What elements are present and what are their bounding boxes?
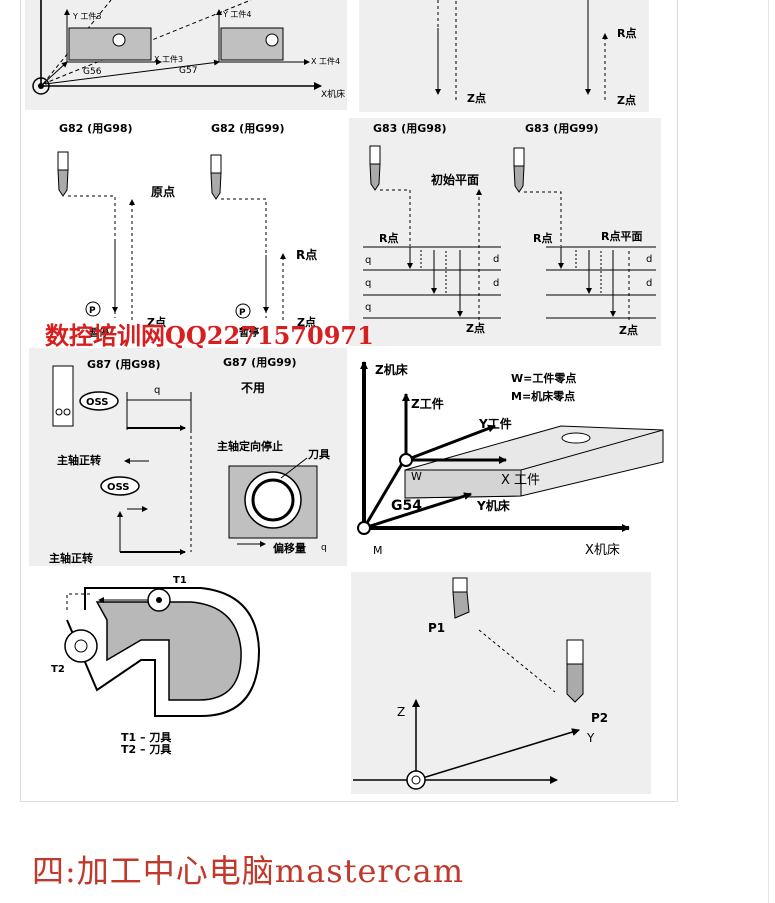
spindle-cw-label-2: 主轴正转 bbox=[49, 551, 93, 565]
y-work4-label: Y 工件4 bbox=[222, 9, 252, 19]
g83-g98-title: G83 (用G98) bbox=[373, 122, 447, 135]
x-workpiece-label: X 工件 bbox=[501, 473, 540, 488]
panel-g87: G87 (用G98) G87 (用G99) 不用 OSS q 主轴正转 OSS bbox=[29, 348, 347, 566]
panel-work-coordinates: Y 工件3 Y 工件4 X 工件3 X 工件4 G56 G57 X机床 bbox=[25, 0, 347, 110]
y-machine-label: Y机床 bbox=[476, 498, 511, 513]
g83-z-point-left: Z点 bbox=[466, 321, 485, 335]
g83-z-point-right: Z点 bbox=[619, 323, 638, 337]
q-label-3: q bbox=[365, 302, 371, 313]
z-axis-label: Z bbox=[397, 705, 405, 719]
z-workpiece-label: Z工件 bbox=[411, 396, 444, 411]
tool-legend-2: T2 – 刀具 bbox=[121, 743, 171, 756]
diagram-frame: Y 工件3 Y 工件4 X 工件3 X 工件4 G56 G57 X机床 R点 Z… bbox=[20, 0, 678, 802]
spindle-orient-label: 主轴定向停止 bbox=[217, 439, 283, 453]
panel-drill-top: R点 Z点 Z点 bbox=[359, 0, 649, 112]
oss-label-2: OSS bbox=[107, 482, 129, 493]
x-machine-label-g54: X机床 bbox=[585, 543, 620, 558]
not-used-label: 不用 bbox=[241, 381, 265, 395]
d-label-4: d bbox=[646, 278, 652, 289]
offset-q-label: q bbox=[321, 543, 327, 553]
g82-z-point-1: Z点 bbox=[147, 315, 166, 329]
q-label-1: q bbox=[365, 255, 371, 266]
d-label-3: d bbox=[646, 254, 652, 265]
x-machine-label: X机床 bbox=[321, 88, 345, 100]
legend-m: M=机床零点 bbox=[511, 389, 575, 403]
panel-g83: G83 (用G98) G83 (用G99) 初始平面 bbox=[349, 118, 661, 346]
offset-label: 偏移量 bbox=[273, 541, 306, 555]
tool-legend-1: T1 – 刀具 bbox=[121, 731, 171, 744]
p-mark-1: P bbox=[89, 306, 96, 316]
q-label-2: q bbox=[365, 278, 371, 289]
z-point-left-label: Z点 bbox=[467, 91, 486, 105]
z-machine-label: Z机床 bbox=[375, 362, 409, 377]
d-label-2: d bbox=[493, 278, 499, 289]
cnc-diagram: Y 工件3 Y 工件4 X 工件3 X 工件4 G56 G57 X机床 R点 Z… bbox=[25, 0, 671, 794]
tool-label: 刀具 bbox=[308, 448, 330, 461]
legend-w: W=工件零点 bbox=[511, 371, 576, 385]
t2-label: T2 bbox=[51, 664, 65, 675]
g82-g98-title: G82 (用G98) bbox=[59, 122, 133, 135]
section-heading: 四:加工中心电脑mastercam bbox=[32, 852, 465, 890]
spindle-cw-label-1: 主轴正转 bbox=[57, 453, 101, 467]
g82-g99-title: G82 (用G99) bbox=[211, 122, 285, 135]
g82-z-point-2: Z点 bbox=[297, 315, 316, 329]
panel-g54: Z机床 Z工件 Y工件 X 工件 Y机床 X机床 W M G54 W=工件零点 … bbox=[349, 350, 671, 568]
pause-label-2: 暂停 bbox=[239, 326, 259, 339]
t1-label: T1 bbox=[173, 575, 187, 586]
y-axis-label: Y bbox=[586, 731, 595, 745]
d-label-1: d bbox=[493, 254, 499, 265]
origin-label: 原点 bbox=[151, 184, 175, 199]
initial-plane-label: 初始平面 bbox=[431, 172, 479, 187]
g57-label: G57 bbox=[179, 66, 197, 76]
x-work3-label: X 工件3 bbox=[154, 54, 183, 64]
g83-r-point-right: R点 bbox=[533, 231, 552, 245]
x-work4-label: X 工件4 bbox=[311, 56, 340, 66]
g87-g98-title: G87 (用G98) bbox=[87, 358, 161, 371]
g83-r-point-left: R点 bbox=[379, 231, 398, 245]
pause-label-1: 暂停 bbox=[89, 326, 109, 339]
p1-label: P1 bbox=[428, 621, 445, 635]
g83-g99-title: G83 (用G99) bbox=[525, 122, 599, 135]
p2-label: P2 bbox=[591, 711, 608, 725]
panel-p1-p2: P1 P2 Z Y bbox=[351, 572, 651, 794]
g87-q-label: q bbox=[154, 385, 160, 396]
m-label: M bbox=[373, 544, 383, 557]
y-work3-label: Y 工件3 bbox=[72, 11, 102, 21]
g54-label: G54 bbox=[391, 498, 422, 514]
g87-g99-title: G87 (用G99) bbox=[223, 356, 297, 369]
oss-label-1: OSS bbox=[86, 397, 108, 408]
w-label: W bbox=[411, 470, 422, 483]
panel-g82: G82 (用G98) G82 (用G99) 原点 R点 P bbox=[57, 122, 317, 339]
p-mark-2: P bbox=[239, 308, 246, 318]
g56-label: G56 bbox=[83, 67, 102, 77]
r-point-label: R点 bbox=[617, 26, 636, 40]
page-edge bbox=[768, 0, 769, 903]
r-plane-label: R点平面 bbox=[601, 229, 642, 243]
g82-r-point-label: R点 bbox=[296, 247, 317, 262]
panel-tool-change: T1 T2 T1 – 刀具 T2 – 刀具 bbox=[29, 572, 287, 780]
z-point-right-label: Z点 bbox=[617, 93, 636, 107]
cutoff-text-row bbox=[32, 896, 432, 903]
y-workpiece-label: Y工件 bbox=[478, 416, 512, 431]
watermark-text: 数控培训网QQ2271570971 bbox=[45, 321, 374, 350]
